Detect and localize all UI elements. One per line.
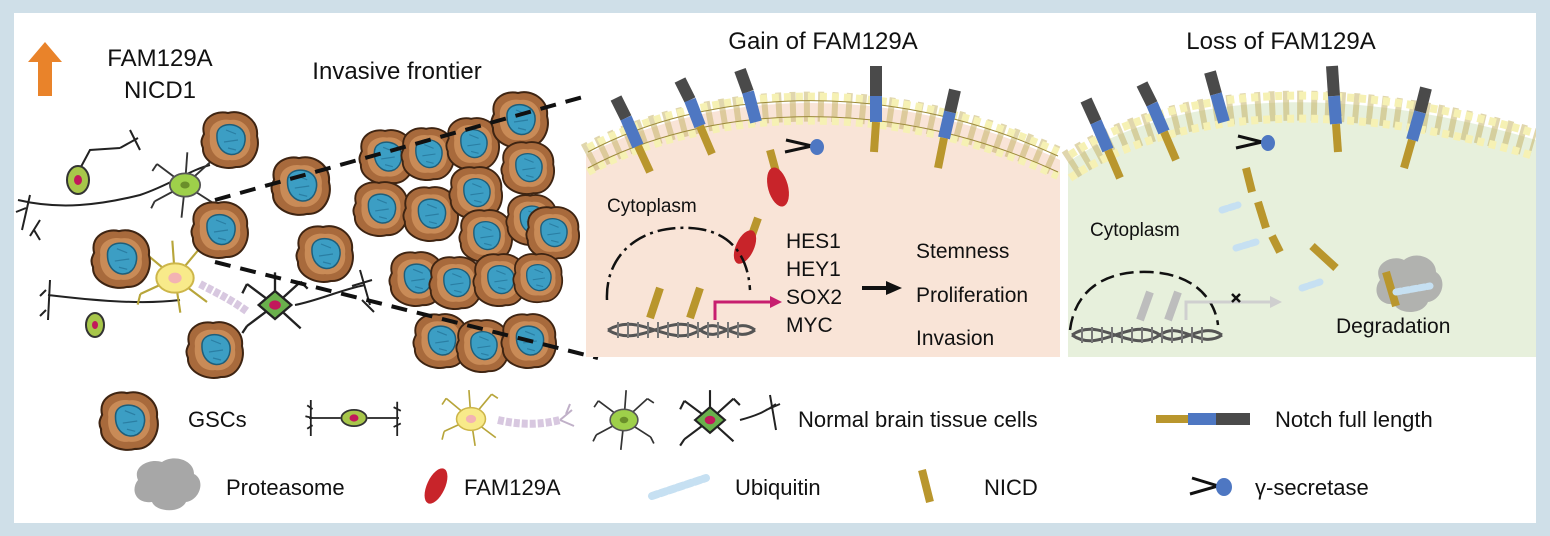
target-gene: HES1 xyxy=(786,230,841,253)
neuron-icon xyxy=(304,399,402,437)
zoom-line-top xyxy=(214,93,591,202)
fam129a-icon xyxy=(424,468,448,504)
target-gene: HEY1 xyxy=(786,258,841,281)
legend-ubiquitin-label: Ubiquitin xyxy=(735,475,821,500)
gamma-secretase-icon xyxy=(1189,476,1232,496)
upregulation-arrow-icon xyxy=(28,42,62,96)
legend-proteasome-label: Proteasome xyxy=(226,475,345,500)
dark-neuron-icon xyxy=(679,389,741,447)
legend-normal-cells-label: Normal brain tissue cells xyxy=(798,407,1038,432)
legend-row-2: Proteasome FAM129A Ubiquitin NICD γ-secr… xyxy=(134,458,1369,511)
legend-gamma-secretase-label: γ-secretase xyxy=(1255,475,1369,500)
legend-row-1: GSCs Normal brain tissue cells Notch ful… xyxy=(98,389,1433,451)
normal-brain-cells xyxy=(15,129,375,338)
loss-panel-title: Loss of FAM129A xyxy=(1186,28,1375,55)
ubiquitin-icon xyxy=(648,474,710,500)
proteasome-icon xyxy=(134,458,201,511)
marker-label: NICD1 xyxy=(124,77,196,104)
target-gene: MYC xyxy=(786,314,833,337)
legend-notch-label: Notch full length xyxy=(1275,407,1433,432)
outcome: Proliferation xyxy=(916,284,1028,307)
gain-cytoplasm-label: Cytoplasm xyxy=(607,196,697,217)
proteasome-icon xyxy=(1376,255,1443,312)
loss-cytoplasm-label: Cytoplasm xyxy=(1090,220,1180,241)
target-gene: SOX2 xyxy=(786,286,842,309)
right-arrow-icon xyxy=(862,281,902,295)
notch-receptor xyxy=(1080,65,1432,180)
degradation-label: Degradation xyxy=(1336,315,1450,338)
notch-fam129a-diagram: FAM129A NICD1 Invasive frontier xyxy=(15,28,1539,511)
blocked-x-icon xyxy=(1231,293,1241,303)
loss-panel: Loss of FAM129A Cytoplasm Degradation xyxy=(1061,28,1539,358)
nicd-icon xyxy=(918,469,934,503)
marker-label: FAM129A xyxy=(107,45,212,72)
zoom-line-bottom xyxy=(214,260,599,360)
gsc-icon xyxy=(98,391,159,451)
figure-panel: FAM129A NICD1 Invasive frontier xyxy=(14,13,1539,523)
notch-receptor xyxy=(610,66,961,174)
outcome: Invasion xyxy=(916,327,994,350)
gain-panel-title: Gain of FAM129A xyxy=(728,28,917,55)
yellow-cell-icon xyxy=(441,389,575,447)
legend-nicd-label: NICD xyxy=(984,475,1038,500)
legend-fam129a-label: FAM129A xyxy=(464,475,561,500)
astrocyte-icon xyxy=(592,389,655,451)
legend-gscs-label: GSCs xyxy=(188,407,247,432)
gain-panel: Gain of FAM129A Cytoplasm HES1 HEY1 SOX2… xyxy=(580,28,1065,357)
outcome: Stemness xyxy=(916,240,1009,263)
invasive-frontier-title: Invasive frontier xyxy=(312,58,481,85)
